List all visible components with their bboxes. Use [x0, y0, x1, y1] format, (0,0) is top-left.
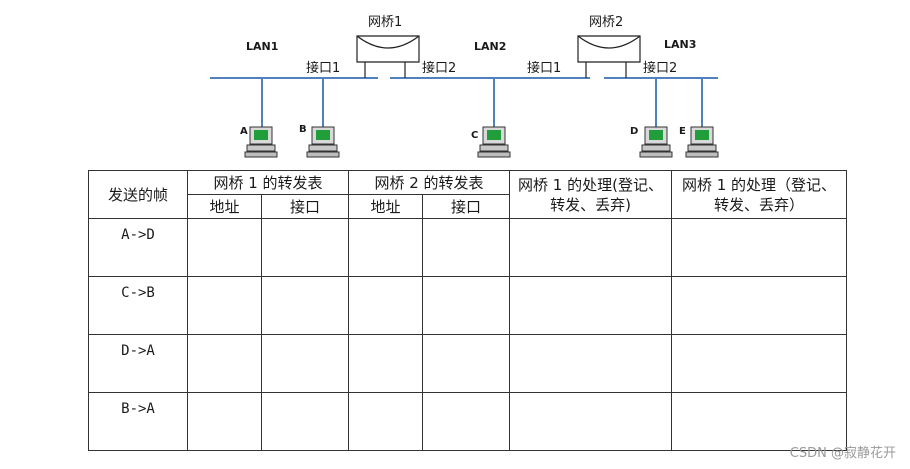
table-cell [187, 218, 262, 277]
corner-header: 发送的帧 [88, 170, 188, 219]
host-c-computer-icon [477, 126, 511, 158]
bridge-1-table-header: 网桥 1 的转发表 [187, 170, 349, 195]
host-a-computer-icon [244, 126, 278, 158]
table-cell [671, 334, 847, 393]
host-c-label: C [471, 130, 478, 141]
bridge-2-label: 网桥2 [589, 15, 623, 30]
bridge-2-port-1-label: 接口1 [527, 60, 561, 76]
host-d-label: D [630, 126, 638, 137]
bridge-1-label: 网桥1 [368, 15, 402, 30]
port-header: 接口 [261, 194, 349, 219]
table-cell [509, 334, 672, 393]
table-cell [348, 334, 423, 393]
lan1-label: LAN1 [246, 40, 278, 53]
bridge-1-port-1-label: 接口1 [306, 60, 340, 76]
frame-label: B->A [88, 392, 188, 451]
host-a-label: A [240, 126, 248, 137]
bridge-forwarding-table: 发送的帧 网桥 1 的转发表 网桥 2 的转发表 网桥 1 的处理(登记、转发、… [88, 170, 847, 451]
table-cell [261, 218, 349, 277]
lan2-label: LAN2 [474, 40, 506, 53]
table-cell [348, 218, 423, 277]
table-cell [187, 392, 262, 451]
table-cell [261, 334, 349, 393]
bridge-1-port-2-label: 接口2 [422, 60, 456, 76]
host-e-computer-icon [685, 126, 719, 158]
address-header: 地址 [187, 194, 262, 219]
table-cell [261, 276, 349, 335]
table-cell [509, 276, 672, 335]
address-header: 地址 [348, 194, 423, 219]
table-cell [187, 334, 262, 393]
table-cell [422, 276, 510, 335]
bridge-1-processing-header: 网桥 1 的处理(登记、转发、丢弃) [509, 170, 672, 219]
table-cell [671, 276, 847, 335]
host-b-label: B [299, 124, 307, 135]
table-cell [348, 392, 423, 451]
table-cell [671, 392, 847, 451]
host-e-label: E [679, 126, 686, 137]
frame-label: D->A [88, 334, 188, 393]
table-cell [671, 218, 847, 277]
frame-label: C->B [88, 276, 188, 335]
table-cell [261, 392, 349, 451]
table-cell [348, 276, 423, 335]
table-cell [187, 276, 262, 335]
bridge-1-processing-header-2: 网桥 1 的处理（登记、转发、丢弃） [671, 170, 847, 219]
bridge-2 [577, 35, 641, 78]
host-b-computer-icon [306, 126, 340, 158]
bridge-2-port-2-label: 接口2 [643, 60, 677, 76]
lan3-label: LAN3 [664, 38, 696, 51]
table-cell [422, 392, 510, 451]
port-header: 接口 [422, 194, 510, 219]
bridge-2-table-header: 网桥 2 的转发表 [348, 170, 510, 195]
table-cell [509, 218, 672, 277]
csdn-watermark: CSDN @寂静花开 [789, 446, 896, 461]
table-cell [422, 334, 510, 393]
table-cell [509, 392, 672, 451]
frame-label: A->D [88, 218, 188, 277]
table-cell [422, 218, 510, 277]
host-d-computer-icon [639, 126, 673, 158]
bridge-1 [356, 35, 420, 78]
network-topology-diagram: 网桥1 网桥2 接口1 接口2 接口1 接口2 LAN1 LAN2 LAN3 A… [210, 15, 719, 158]
